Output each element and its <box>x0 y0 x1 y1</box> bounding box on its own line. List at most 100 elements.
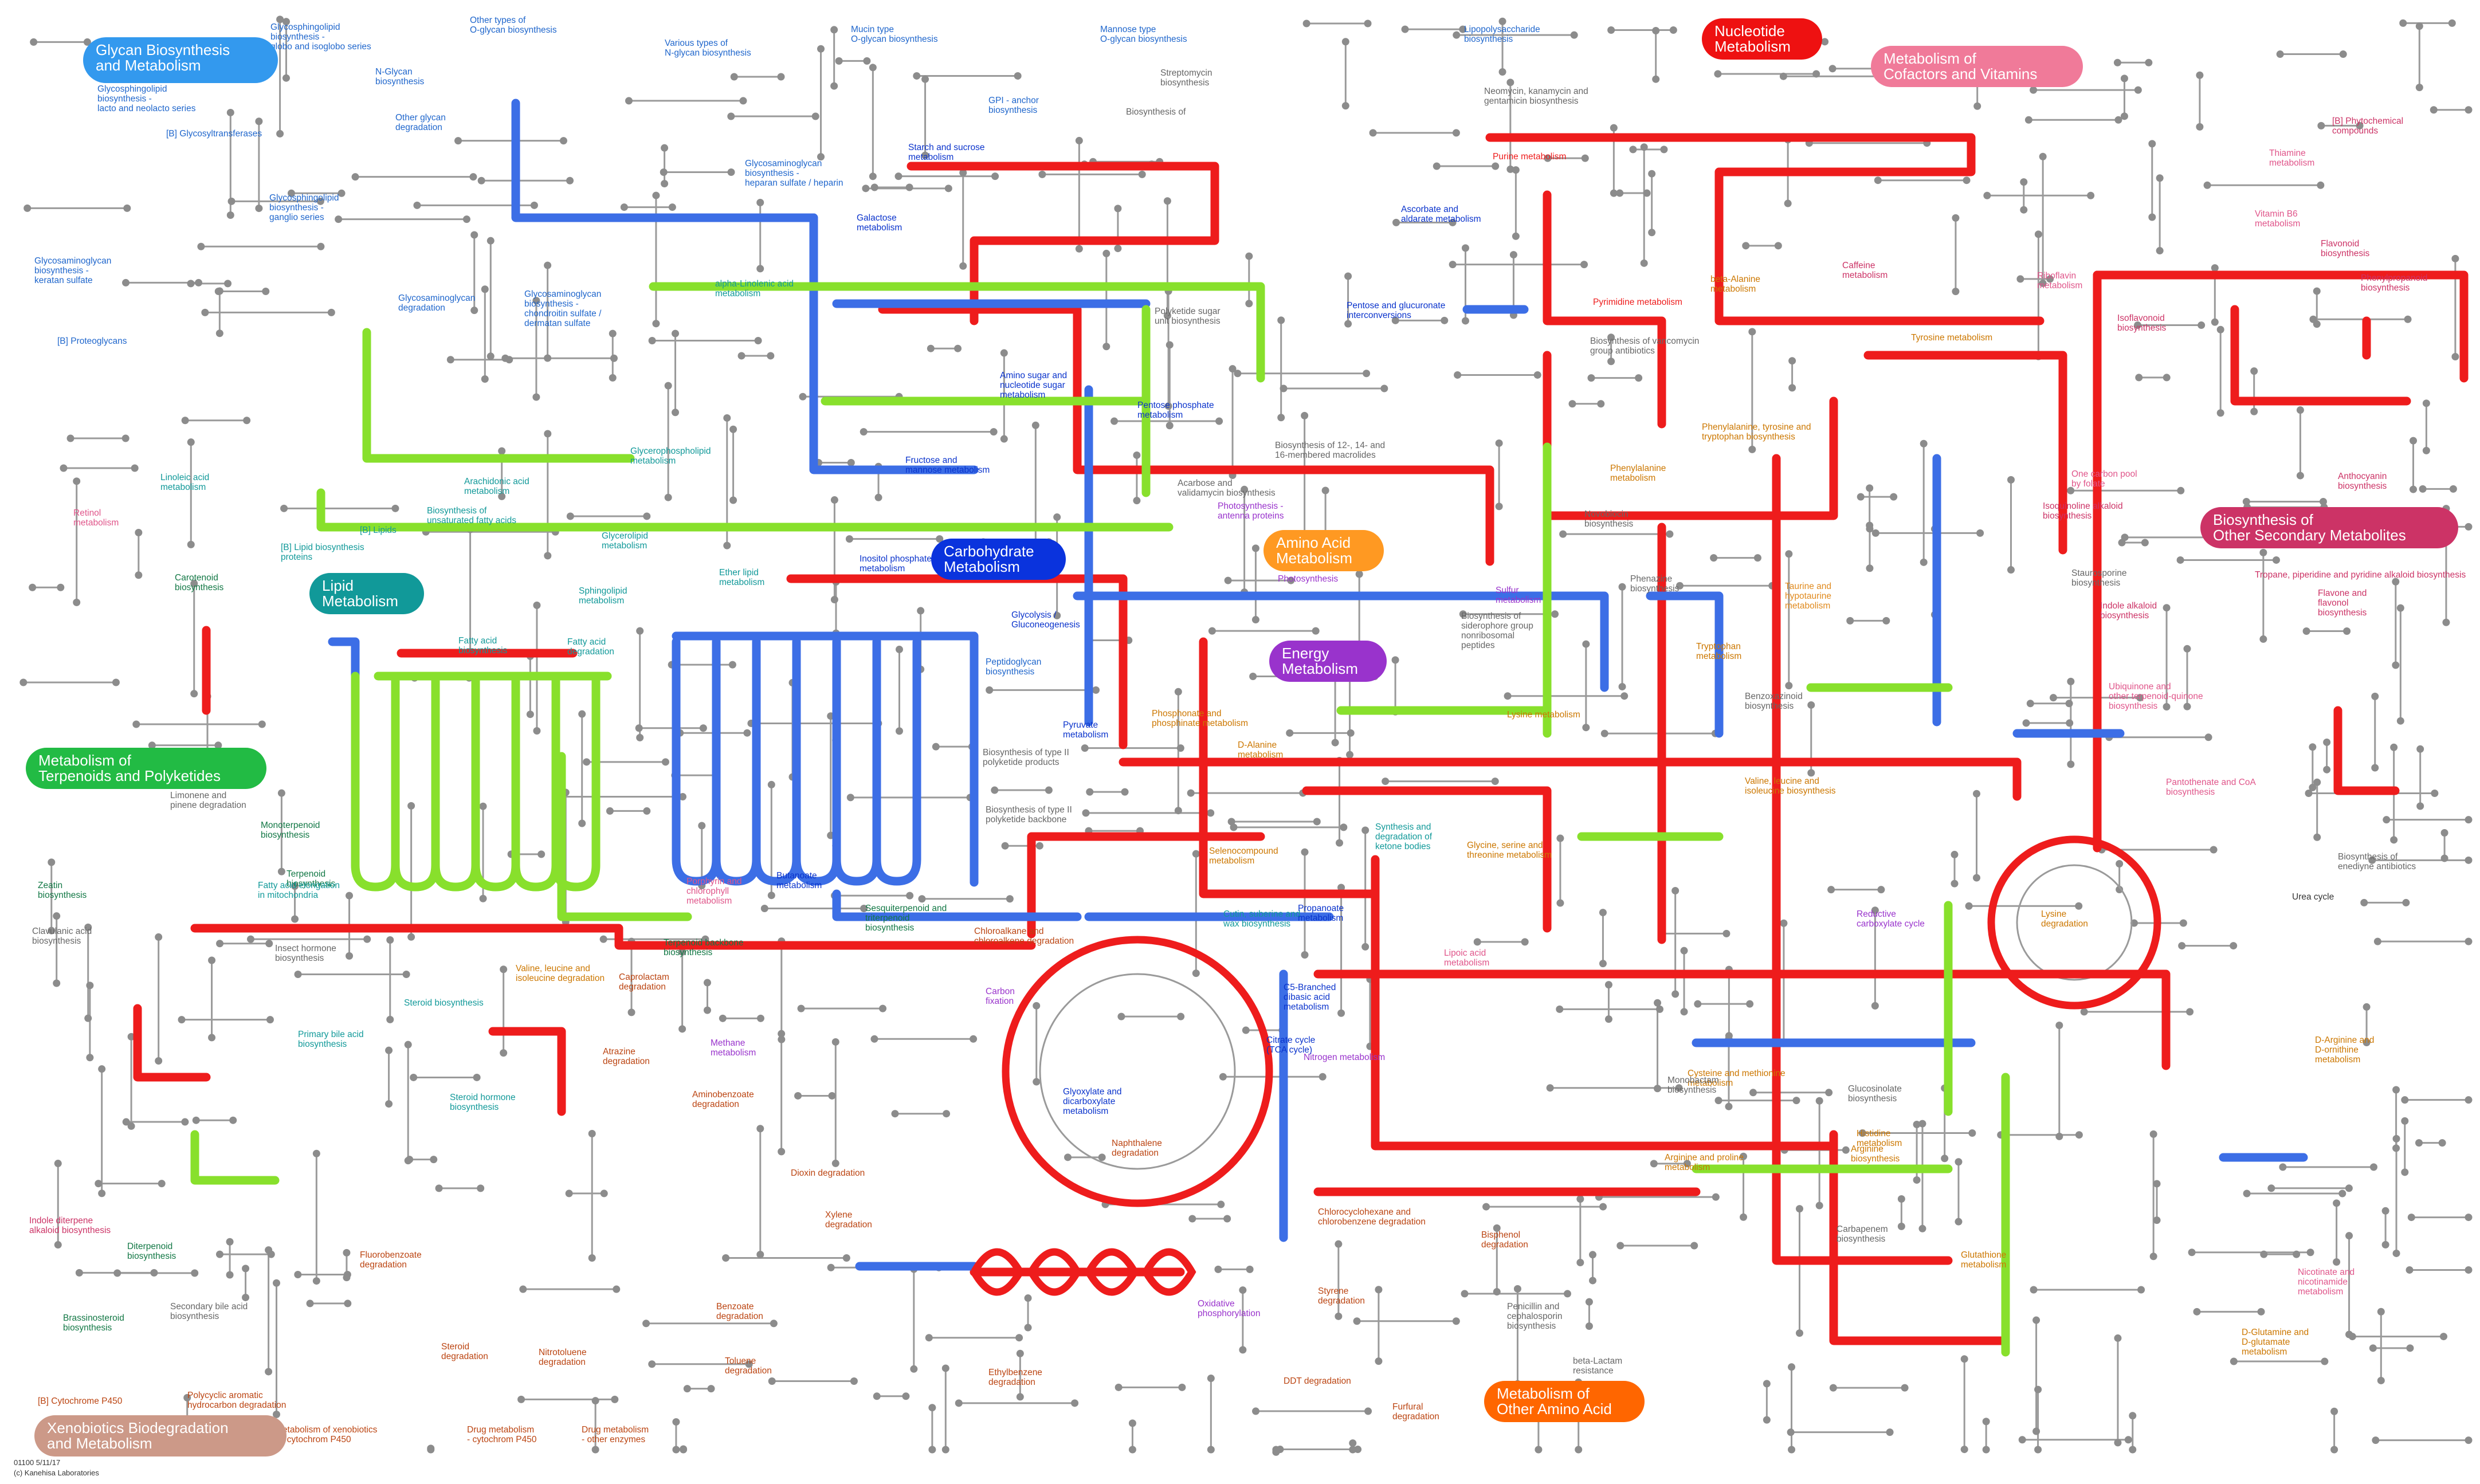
compound-node <box>1312 627 1320 635</box>
compound-node <box>276 129 284 138</box>
compound-node <box>2401 1096 2409 1104</box>
compound-node <box>2373 937 2381 945</box>
pathway-label-line: chlorophyll <box>686 886 729 896</box>
compound-node <box>2306 1249 2314 1257</box>
compound-node <box>1114 205 1122 213</box>
compound-node <box>2198 321 2206 329</box>
compound-node <box>1391 656 1399 664</box>
pathway-label-line: Pyrimidine metabolism <box>1593 297 1682 307</box>
pathway-label-line: Retinol <box>73 508 101 518</box>
map-footer: 01100 5/11/17 (c) Kanehisa Laboratories <box>14 1458 99 1477</box>
compound-node <box>122 278 130 286</box>
compound-node <box>255 205 263 213</box>
compound-node <box>2419 485 2427 493</box>
compound-node <box>1075 245 1083 253</box>
compound-node <box>1016 1349 1024 1357</box>
compound-node <box>1337 884 1345 892</box>
compound-node <box>1650 1160 1658 1168</box>
compound-node <box>1454 371 1462 379</box>
compound-node <box>1249 672 1257 680</box>
compound-node <box>648 1360 656 1368</box>
pathway-label-line: chloroalkene degradation <box>974 936 1074 946</box>
compound-node <box>1821 38 1829 46</box>
compound-node <box>1280 384 1288 392</box>
compound-node <box>991 786 999 794</box>
compound-node <box>84 923 92 931</box>
compound-node <box>1812 70 1820 78</box>
compound-node <box>723 414 731 422</box>
compound-node <box>1858 1129 1866 1137</box>
blue-highlighted-pathway <box>511 99 818 222</box>
pathway-label-line: Ubiquinone and <box>2109 682 2171 692</box>
compound-node <box>386 1015 394 1023</box>
compound-node <box>54 1160 62 1168</box>
compound-node <box>1694 1000 1702 1008</box>
compound-node <box>1033 1078 1041 1086</box>
compound-node <box>2149 1253 2157 1261</box>
compound-node <box>652 320 660 328</box>
pathway-label: Photosynthesis <box>1278 574 1338 584</box>
compound-node <box>1556 899 1564 907</box>
pathway-label-line: biosynthesis - <box>34 266 89 276</box>
pathway-label-line: Steroid hormone <box>450 1093 516 1102</box>
compound-node <box>1000 435 1008 443</box>
compound-node <box>2377 1376 2385 1384</box>
compound-node <box>778 1035 786 1043</box>
compound-node <box>703 1006 711 1014</box>
compound-node <box>2257 1308 2265 1316</box>
compound-node <box>181 1118 189 1126</box>
compound-node <box>2176 556 2184 564</box>
compound-node <box>2156 247 2164 255</box>
compound-node <box>1521 938 1529 946</box>
compound-node <box>672 329 680 337</box>
compound-node <box>481 285 489 293</box>
pathway-label-line: biosynthesis <box>38 890 87 900</box>
compound-node <box>1963 176 1971 184</box>
green-highlighted-pathway <box>649 282 1265 383</box>
compound-node <box>197 242 205 250</box>
compound-node <box>2153 1180 2161 1188</box>
pathway-label-line: alkaloid biosynthesis <box>29 1226 111 1235</box>
pathway-label-line: biosynthesis <box>1837 1234 1886 1244</box>
compound-node <box>1533 371 1541 379</box>
compound-node <box>2230 1357 2238 1365</box>
fatty-acid-loop <box>551 672 601 892</box>
compound-node <box>1671 887 1680 895</box>
pathway-label-line: nonribosomal <box>1461 631 1514 641</box>
compound-node <box>1795 1205 1803 1213</box>
pathway-label-line: biosynthesis <box>1667 1085 1717 1095</box>
compound-node <box>1976 529 1984 537</box>
compound-node <box>2348 1333 2356 1341</box>
compound-node <box>648 337 656 345</box>
compound-node <box>2305 790 2313 798</box>
compound-node <box>1886 1428 1894 1436</box>
compound-node <box>2020 178 2028 186</box>
pathway-label-line: Butanoate <box>776 871 817 881</box>
compound-node <box>477 176 485 184</box>
compound-node <box>30 38 38 46</box>
compound-node <box>565 1189 573 1198</box>
compound-node <box>927 344 935 352</box>
compound-node <box>294 971 302 979</box>
compound-node <box>1774 242 1782 250</box>
pathway-label-line: One carbon pool <box>2071 469 2137 479</box>
pathway-label: Tropane, piperidine and pyridine alkaloi… <box>2255 570 2466 580</box>
compound-node <box>131 464 139 472</box>
compound-node <box>830 82 838 90</box>
